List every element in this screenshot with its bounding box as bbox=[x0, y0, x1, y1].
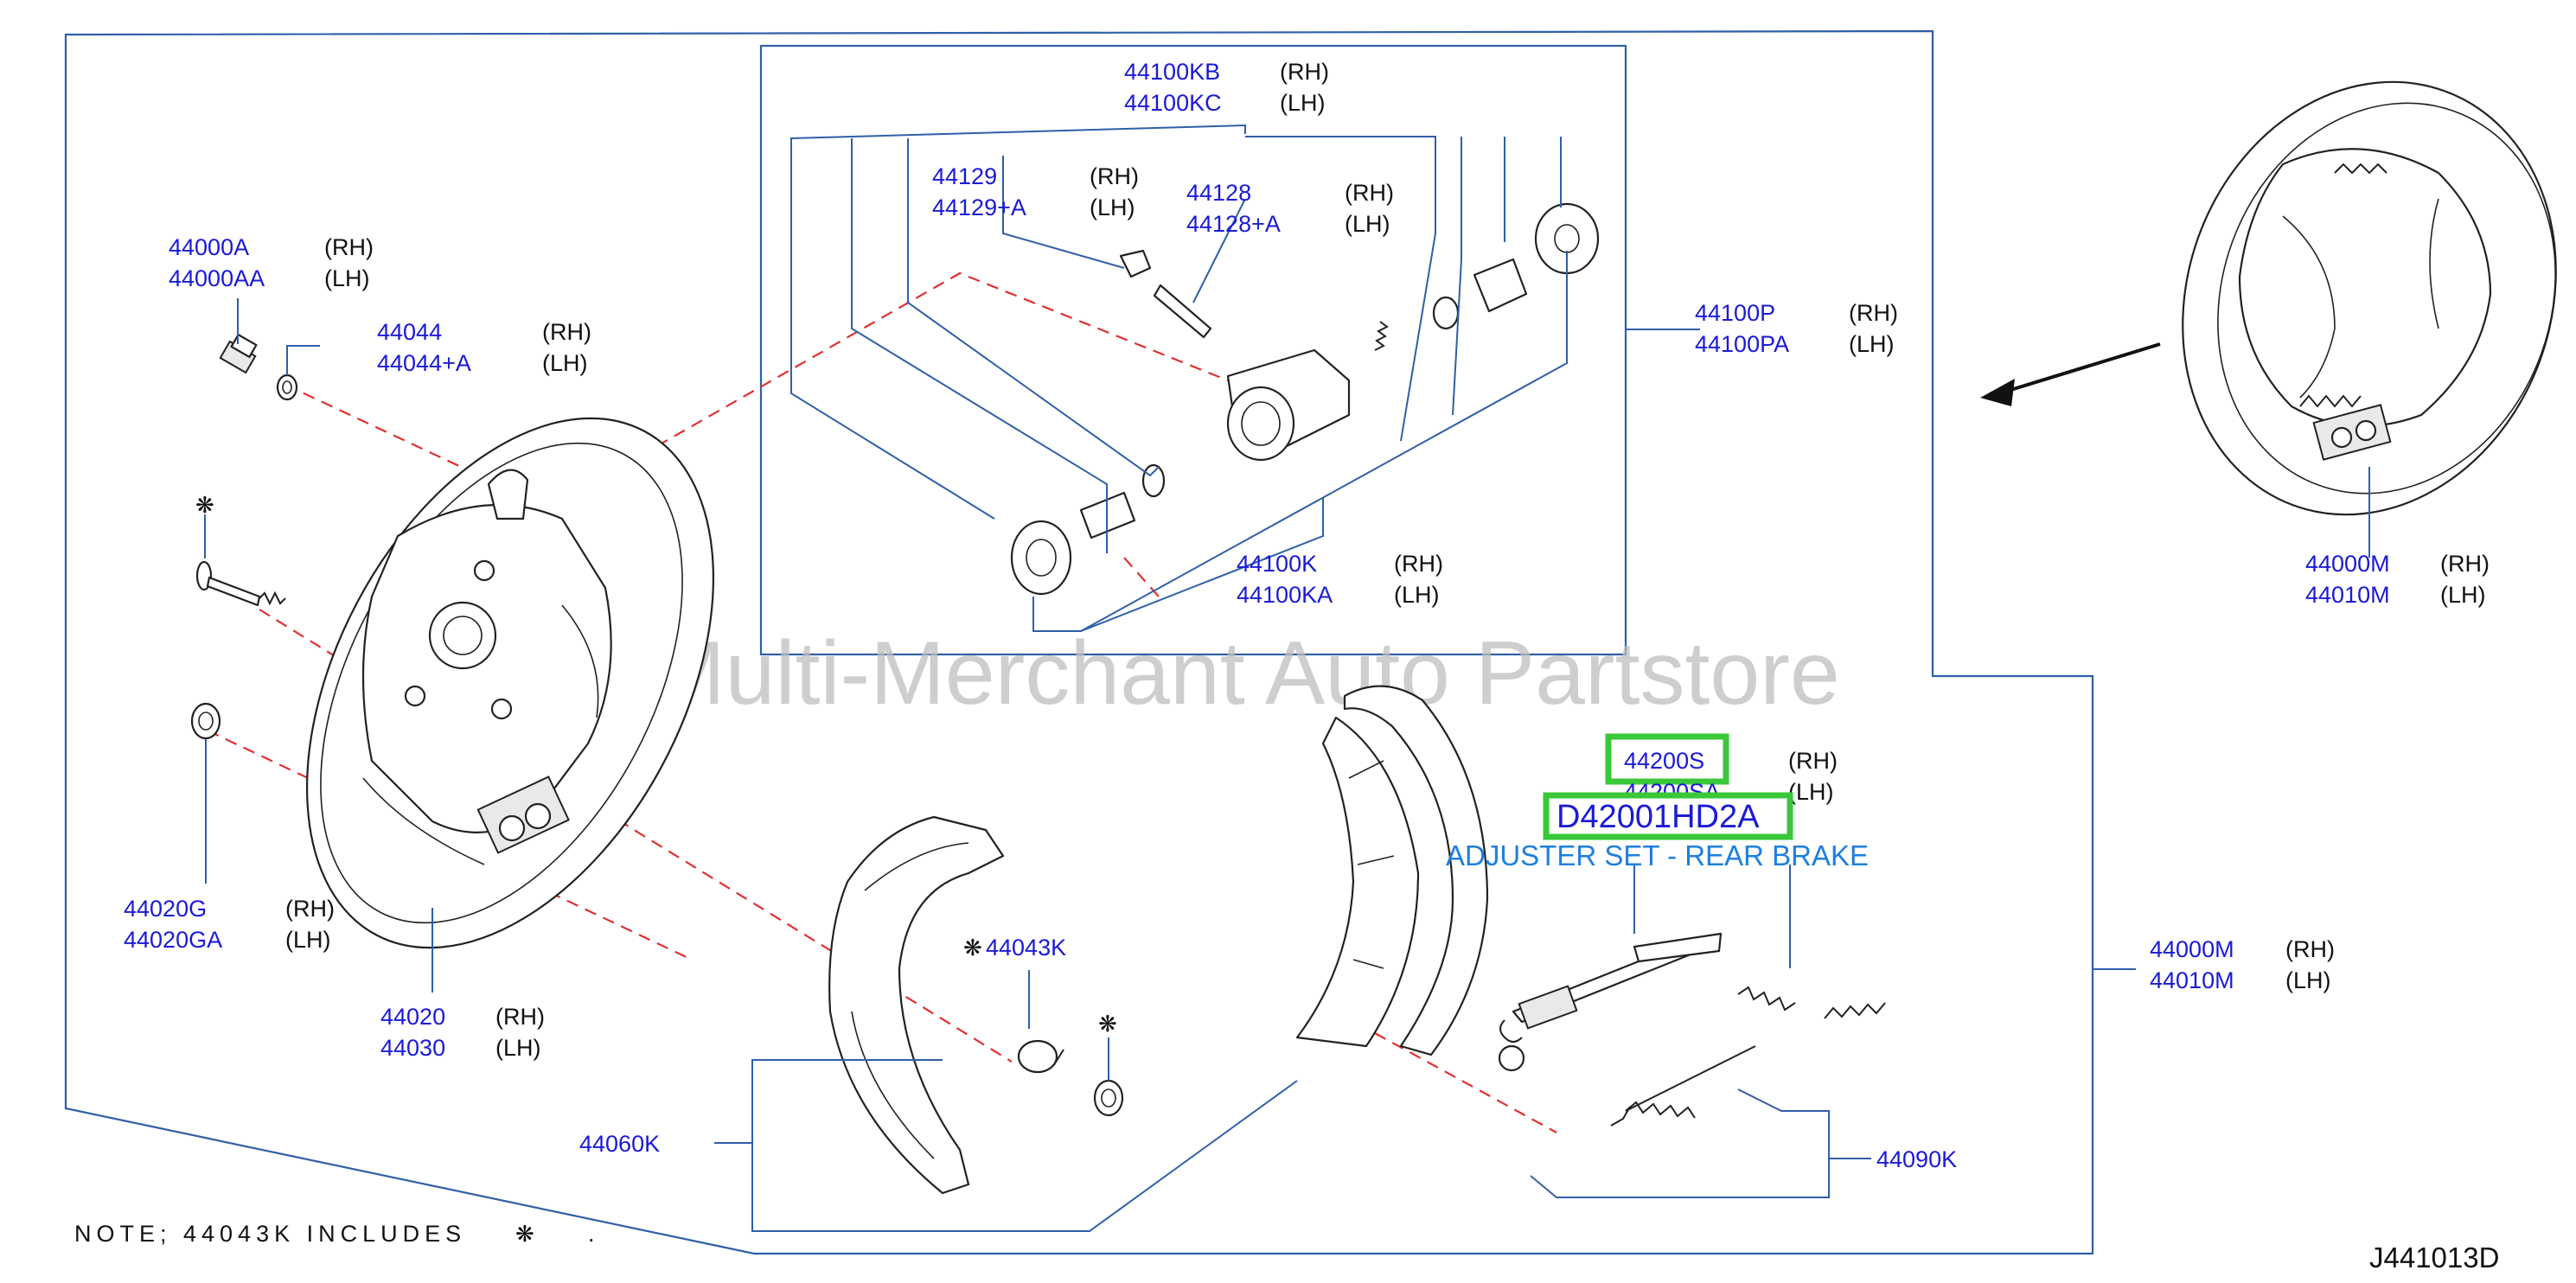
side-label: (LH) bbox=[542, 350, 588, 376]
side-label: (RH) bbox=[2285, 936, 2335, 962]
adjuster-assembly-drawing bbox=[1498, 932, 1723, 1072]
side-label: (LH) bbox=[1788, 779, 1834, 805]
part-number-link[interactable]: 44100KA bbox=[1237, 582, 1333, 608]
part-number-link[interactable]: 44020 bbox=[380, 1004, 445, 1030]
leader-lines bbox=[204, 124, 2370, 1232]
part-number-link[interactable]: 44000A bbox=[169, 234, 249, 260]
part-number-link[interactable]: 44030 bbox=[380, 1035, 445, 1061]
callout-44000A[interactable]: 44000A 44000AA (RH) (LH) bbox=[169, 234, 374, 291]
callout-44100K[interactable]: 44100K 44100KA (RH) (LH) bbox=[1237, 551, 1443, 608]
part-number-link[interactable]: 44129+A bbox=[932, 195, 1026, 220]
part-number-link[interactable]: 44010M bbox=[2305, 582, 2390, 608]
side-label: (RH) bbox=[2440, 551, 2490, 577]
side-label: (LH) bbox=[1849, 331, 1895, 357]
washer-small bbox=[1093, 1079, 1124, 1117]
part-number-link[interactable]: 44100PA bbox=[1695, 331, 1789, 357]
washer-44044 bbox=[276, 373, 298, 401]
catalog-number-background bbox=[1546, 795, 1790, 837]
side-label: (LH) bbox=[1280, 90, 1326, 116]
side-label: (RH) bbox=[542, 319, 591, 345]
watermark-text: Multi-Merchant Auto Partstore bbox=[650, 623, 1840, 724]
highlight-box bbox=[1543, 792, 1793, 840]
part-number-link[interactable]: 44128 bbox=[1186, 180, 1251, 206]
callout-44128[interactable]: 44128 44128+A (RH) (LH) bbox=[1186, 180, 1394, 237]
plug-44020G bbox=[190, 702, 221, 740]
part-number-link[interactable]: 44044+A bbox=[377, 350, 471, 376]
callout-44100KB[interactable]: 44100KB 44100KC (RH) (LH) bbox=[1124, 59, 1329, 116]
part-number-link[interactable]: 44100KC bbox=[1124, 90, 1222, 116]
side-label: (LH) bbox=[1345, 211, 1390, 237]
asterisk-marker-icon: ❋ bbox=[1098, 1012, 1117, 1037]
side-label: (LH) bbox=[2285, 967, 2331, 993]
callout-44044[interactable]: 44044 44044+A (RH) (LH) bbox=[377, 319, 591, 376]
highlighted-catalog-item[interactable]: D42001HD2A ADJUSTER SET - REAR BRAKE bbox=[1446, 792, 1869, 871]
callout-44020G[interactable]: 44020G 44020GA (RH) (LH) bbox=[124, 896, 335, 953]
side-label: (LH) bbox=[324, 265, 370, 291]
asterisk-marker-icon: ❋ bbox=[515, 1222, 534, 1248]
footnote-tail: . bbox=[588, 1221, 600, 1247]
callout-44060K[interactable]: 44060K bbox=[579, 1131, 660, 1157]
catalog-description: ADJUSTER SET - REAR BRAKE bbox=[1446, 839, 1869, 871]
side-label: (RH) bbox=[495, 1004, 545, 1030]
side-label: (LH) bbox=[1090, 195, 1135, 220]
side-label: (RH) bbox=[285, 896, 335, 922]
callout-44100P[interactable]: 44100P 44100PA (RH) (LH) bbox=[1695, 300, 1898, 357]
asterisk-marker-icon: ❋ bbox=[195, 493, 214, 519]
callout-44020[interactable]: 44020 44030 (RH) (LH) bbox=[380, 1004, 545, 1061]
footnote-text: NOTE; 44043K INCLUDES bbox=[74, 1221, 466, 1247]
callout-44129[interactable]: 44129 44129+A (RH) (LH) bbox=[932, 163, 1139, 220]
part-number-link[interactable]: 44100P bbox=[1695, 300, 1775, 326]
side-label: (LH) bbox=[495, 1035, 541, 1061]
side-label: (LH) bbox=[1394, 582, 1440, 608]
part-number-link[interactable]: 44000AA bbox=[169, 265, 265, 291]
part-number-link[interactable]: 44100K bbox=[1237, 551, 1317, 577]
diagram-code: J441013D bbox=[2369, 1242, 2499, 1273]
return-springs-drawing bbox=[1610, 986, 1886, 1127]
part-number-link[interactable]: 44010M bbox=[2150, 967, 2234, 993]
part-number-link[interactable]: 44020GA bbox=[124, 927, 222, 953]
direction-arrow bbox=[1980, 342, 2161, 406]
side-label: (RH) bbox=[1280, 59, 1329, 85]
callout-44090K[interactable]: 44090K bbox=[1876, 1146, 1957, 1172]
part-number-link[interactable]: 44000M bbox=[2305, 551, 2390, 577]
rear-brake-shoe-drawing bbox=[1295, 685, 1489, 1056]
part-number-link[interactable]: 44043K bbox=[986, 935, 1066, 961]
assembled-brake-view bbox=[2182, 80, 2557, 516]
part-number-link[interactable]: 44020G bbox=[124, 896, 207, 922]
callout-44000M-top[interactable]: 44000M 44010M (RH) (LH) bbox=[2305, 551, 2490, 608]
side-label: (RH) bbox=[1788, 748, 1838, 774]
part-number-link[interactable]: 44000M bbox=[2150, 936, 2234, 962]
side-label: (RH) bbox=[1345, 180, 1394, 206]
part-number-link[interactable]: 44100KB bbox=[1124, 59, 1220, 85]
part-number-link[interactable]: 44060K bbox=[579, 1131, 660, 1157]
backing-plate-drawing bbox=[305, 417, 715, 949]
highlight-box bbox=[1605, 733, 1729, 785]
hold-down-pin bbox=[195, 560, 286, 607]
side-label: (LH) bbox=[285, 927, 331, 953]
footnote: NOTE; 44043K INCLUDES ❋ . bbox=[74, 1221, 600, 1248]
frame-lines bbox=[64, 29, 2094, 1255]
front-brake-shoe-drawing bbox=[828, 815, 1005, 1195]
side-label: (RH) bbox=[1090, 163, 1139, 189]
side-label: (RH) bbox=[1849, 300, 1898, 326]
asterisk-marker-icon: ❋ bbox=[963, 935, 982, 961]
side-label: (RH) bbox=[324, 234, 374, 260]
hold-down-spring-44043K bbox=[1017, 1039, 1064, 1074]
wheel-cylinder-drawing bbox=[1010, 202, 1600, 596]
part-number-link[interactable]: 44200S bbox=[1624, 748, 1704, 774]
catalog-number-link[interactable]: D42001HD2A bbox=[1556, 799, 1760, 835]
part-number-link[interactable]: 44129 bbox=[932, 163, 997, 189]
part-number-link[interactable]: 44044 bbox=[377, 319, 442, 345]
part-number-link[interactable]: 44090K bbox=[1876, 1146, 1957, 1172]
callout-44000M-mid[interactable]: 44000M 44010M (RH) (LH) bbox=[2150, 936, 2335, 993]
part-number-link[interactable]: 44128+A bbox=[1186, 211, 1281, 237]
side-label: (LH) bbox=[2440, 582, 2486, 608]
side-label: (RH) bbox=[1394, 551, 1443, 577]
callout-44043K[interactable]: 44043K bbox=[986, 935, 1066, 961]
